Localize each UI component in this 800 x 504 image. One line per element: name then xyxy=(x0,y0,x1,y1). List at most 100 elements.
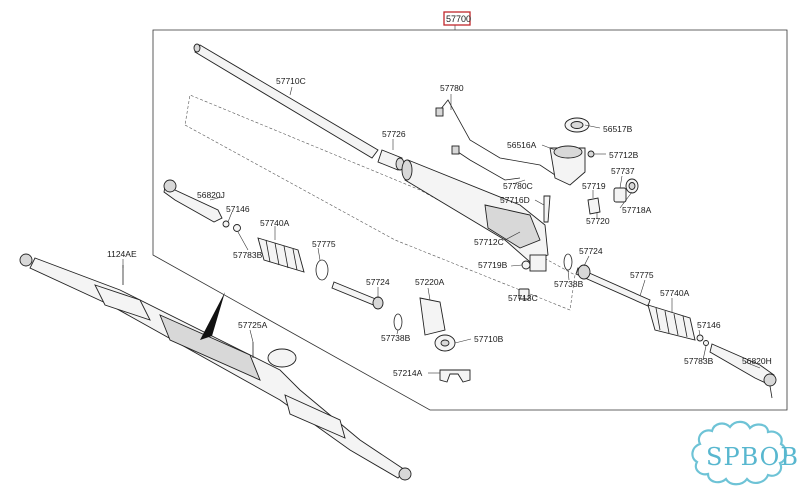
callout-57726[interactable]: 57726 xyxy=(382,129,406,139)
pinion-seal[interactable] xyxy=(564,117,590,133)
assembly-label-box xyxy=(443,11,471,26)
assembled-valve xyxy=(267,348,297,368)
callout-57783B-left[interactable]: 57783B xyxy=(233,250,263,260)
inner-tie-rod-right-ball xyxy=(577,264,591,280)
callout-57720[interactable]: 57720 xyxy=(586,216,610,226)
rack-bar-end xyxy=(193,43,201,53)
callout-57780[interactable]: 57780 xyxy=(440,83,464,93)
assembled-ball-right xyxy=(398,467,412,481)
yoke-plug[interactable] xyxy=(613,178,639,203)
snap-ring-left[interactable] xyxy=(315,259,329,281)
pressure-pipe[interactable] xyxy=(439,99,556,176)
callout-57775-left[interactable]: 57775 xyxy=(312,239,336,249)
callout-57712B[interactable]: 57712B xyxy=(609,150,639,160)
callout-57724-right[interactable]: 57724 xyxy=(579,246,603,256)
tie-rod-end-right-stud xyxy=(769,385,773,399)
mount-bracket-body xyxy=(419,297,446,336)
yoke-nut-hole xyxy=(628,182,636,190)
assembly-label-text: 57700 xyxy=(446,14,471,24)
valve-oring[interactable] xyxy=(587,150,595,158)
callout-57716D[interactable]: 57716D xyxy=(500,195,530,205)
pinion-bolt[interactable] xyxy=(543,195,551,223)
mount-bracket[interactable] xyxy=(419,297,446,336)
tie-rod-end-right-ball xyxy=(763,373,777,387)
callout-57220A[interactable]: 57220A xyxy=(415,277,445,287)
callout-57713C[interactable]: 57713C xyxy=(508,293,538,303)
valve-body-top xyxy=(553,145,583,159)
callout-57718A[interactable]: 57718A xyxy=(622,205,652,215)
lower-seal-small[interactable] xyxy=(521,260,531,270)
callout-56516A[interactable]: 56516A xyxy=(507,140,537,150)
gear-housing-port xyxy=(529,254,547,272)
snap-ring-right[interactable] xyxy=(563,253,573,271)
callout-57740A-left[interactable]: 57740A xyxy=(260,218,290,228)
callout-57146-left[interactable]: 57146 xyxy=(226,204,250,214)
callout-1124AE[interactable]: 1124AE xyxy=(107,249,137,259)
callout-57710B[interactable]: 57710B xyxy=(474,334,504,344)
lock-nut-right[interactable] xyxy=(703,340,709,346)
callout-57719B[interactable]: 57719B xyxy=(478,260,508,270)
boot-right-body xyxy=(647,304,696,341)
assembly-frame xyxy=(152,29,788,411)
callout-57737[interactable]: 57737 xyxy=(611,166,635,176)
tie-rod-end-right[interactable] xyxy=(709,343,777,399)
pointer-arrow xyxy=(200,292,225,340)
callout-57738B-center[interactable]: 57738B xyxy=(381,333,411,343)
callout-57712C[interactable]: 57712C xyxy=(474,237,504,247)
boot-right[interactable] xyxy=(647,304,696,341)
yoke-spring[interactable] xyxy=(587,197,601,215)
callout-57214A[interactable]: 57214A xyxy=(393,368,423,378)
gear-housing-valve xyxy=(484,204,541,249)
callout-57775-right[interactable]: 57775 xyxy=(630,270,654,280)
tie-rod-end-left[interactable] xyxy=(163,179,223,223)
clamp-left[interactable] xyxy=(233,224,241,232)
callout-57740A-right[interactable]: 57740A xyxy=(660,288,690,298)
boot-left[interactable] xyxy=(257,237,305,273)
pinion-valve-body[interactable] xyxy=(549,145,586,186)
rack-bushing[interactable] xyxy=(377,149,405,171)
callout-57710C[interactable]: 57710C xyxy=(276,76,306,86)
callout-57780C[interactable]: 57780C xyxy=(503,181,533,191)
mount-bushing[interactable] xyxy=(434,334,456,352)
assembled-ball-left xyxy=(19,253,33,267)
callout-57146-right[interactable]: 57146 xyxy=(697,320,721,330)
pipe-fitting-top xyxy=(435,107,444,117)
callout-labels: 57710C 57726 57780 56517B 56516A 57712B … xyxy=(107,76,772,378)
callout-57738B-right[interactable]: 57738B xyxy=(554,279,584,289)
assembled-housing xyxy=(159,314,261,381)
callout-57719[interactable]: 57719 xyxy=(582,181,606,191)
rack-bar[interactable] xyxy=(193,43,379,159)
assembled-rack[interactable] xyxy=(19,253,412,481)
inner-tie-rod-left[interactable] xyxy=(331,281,384,310)
callout-56820J[interactable]: 56820J xyxy=(197,190,225,200)
clamp-right[interactable] xyxy=(696,334,704,342)
callout-57783B-right[interactable]: 57783B xyxy=(684,356,714,366)
tie-rod-end-left-body xyxy=(163,181,223,223)
boot-left-body xyxy=(257,237,305,273)
callout-56517B[interactable]: 56517B xyxy=(603,124,633,134)
mount-bushing-hole xyxy=(440,339,450,347)
yoke-spring-body xyxy=(587,197,601,215)
return-pipe[interactable] xyxy=(454,149,521,181)
boot-right-ribs xyxy=(655,307,688,338)
callout-57724-center[interactable]: 57724 xyxy=(366,277,390,287)
gear-housing[interactable] xyxy=(401,159,549,272)
watermark-text: SPBOB xyxy=(706,443,799,471)
callout-57725A[interactable]: 57725A xyxy=(238,320,268,330)
assembled-boot-left xyxy=(94,284,151,321)
leader-lines xyxy=(122,86,761,374)
tie-rod-end-left-ball xyxy=(163,179,177,193)
watermark-cloud xyxy=(691,420,788,486)
pipe-fitting-mid xyxy=(451,145,460,155)
rack-bar-body xyxy=(194,44,379,159)
assembled-boot-right xyxy=(284,394,346,439)
gear-housing-end xyxy=(401,159,413,181)
mount-clamp[interactable] xyxy=(439,369,471,383)
lock-nut-left[interactable] xyxy=(222,220,230,228)
assembly-label[interactable]: 57700 xyxy=(443,11,471,26)
pinion-seal-inner xyxy=(570,121,584,129)
stop-ring-center[interactable] xyxy=(393,313,403,331)
callout-56820H[interactable]: 56820H xyxy=(742,356,772,366)
